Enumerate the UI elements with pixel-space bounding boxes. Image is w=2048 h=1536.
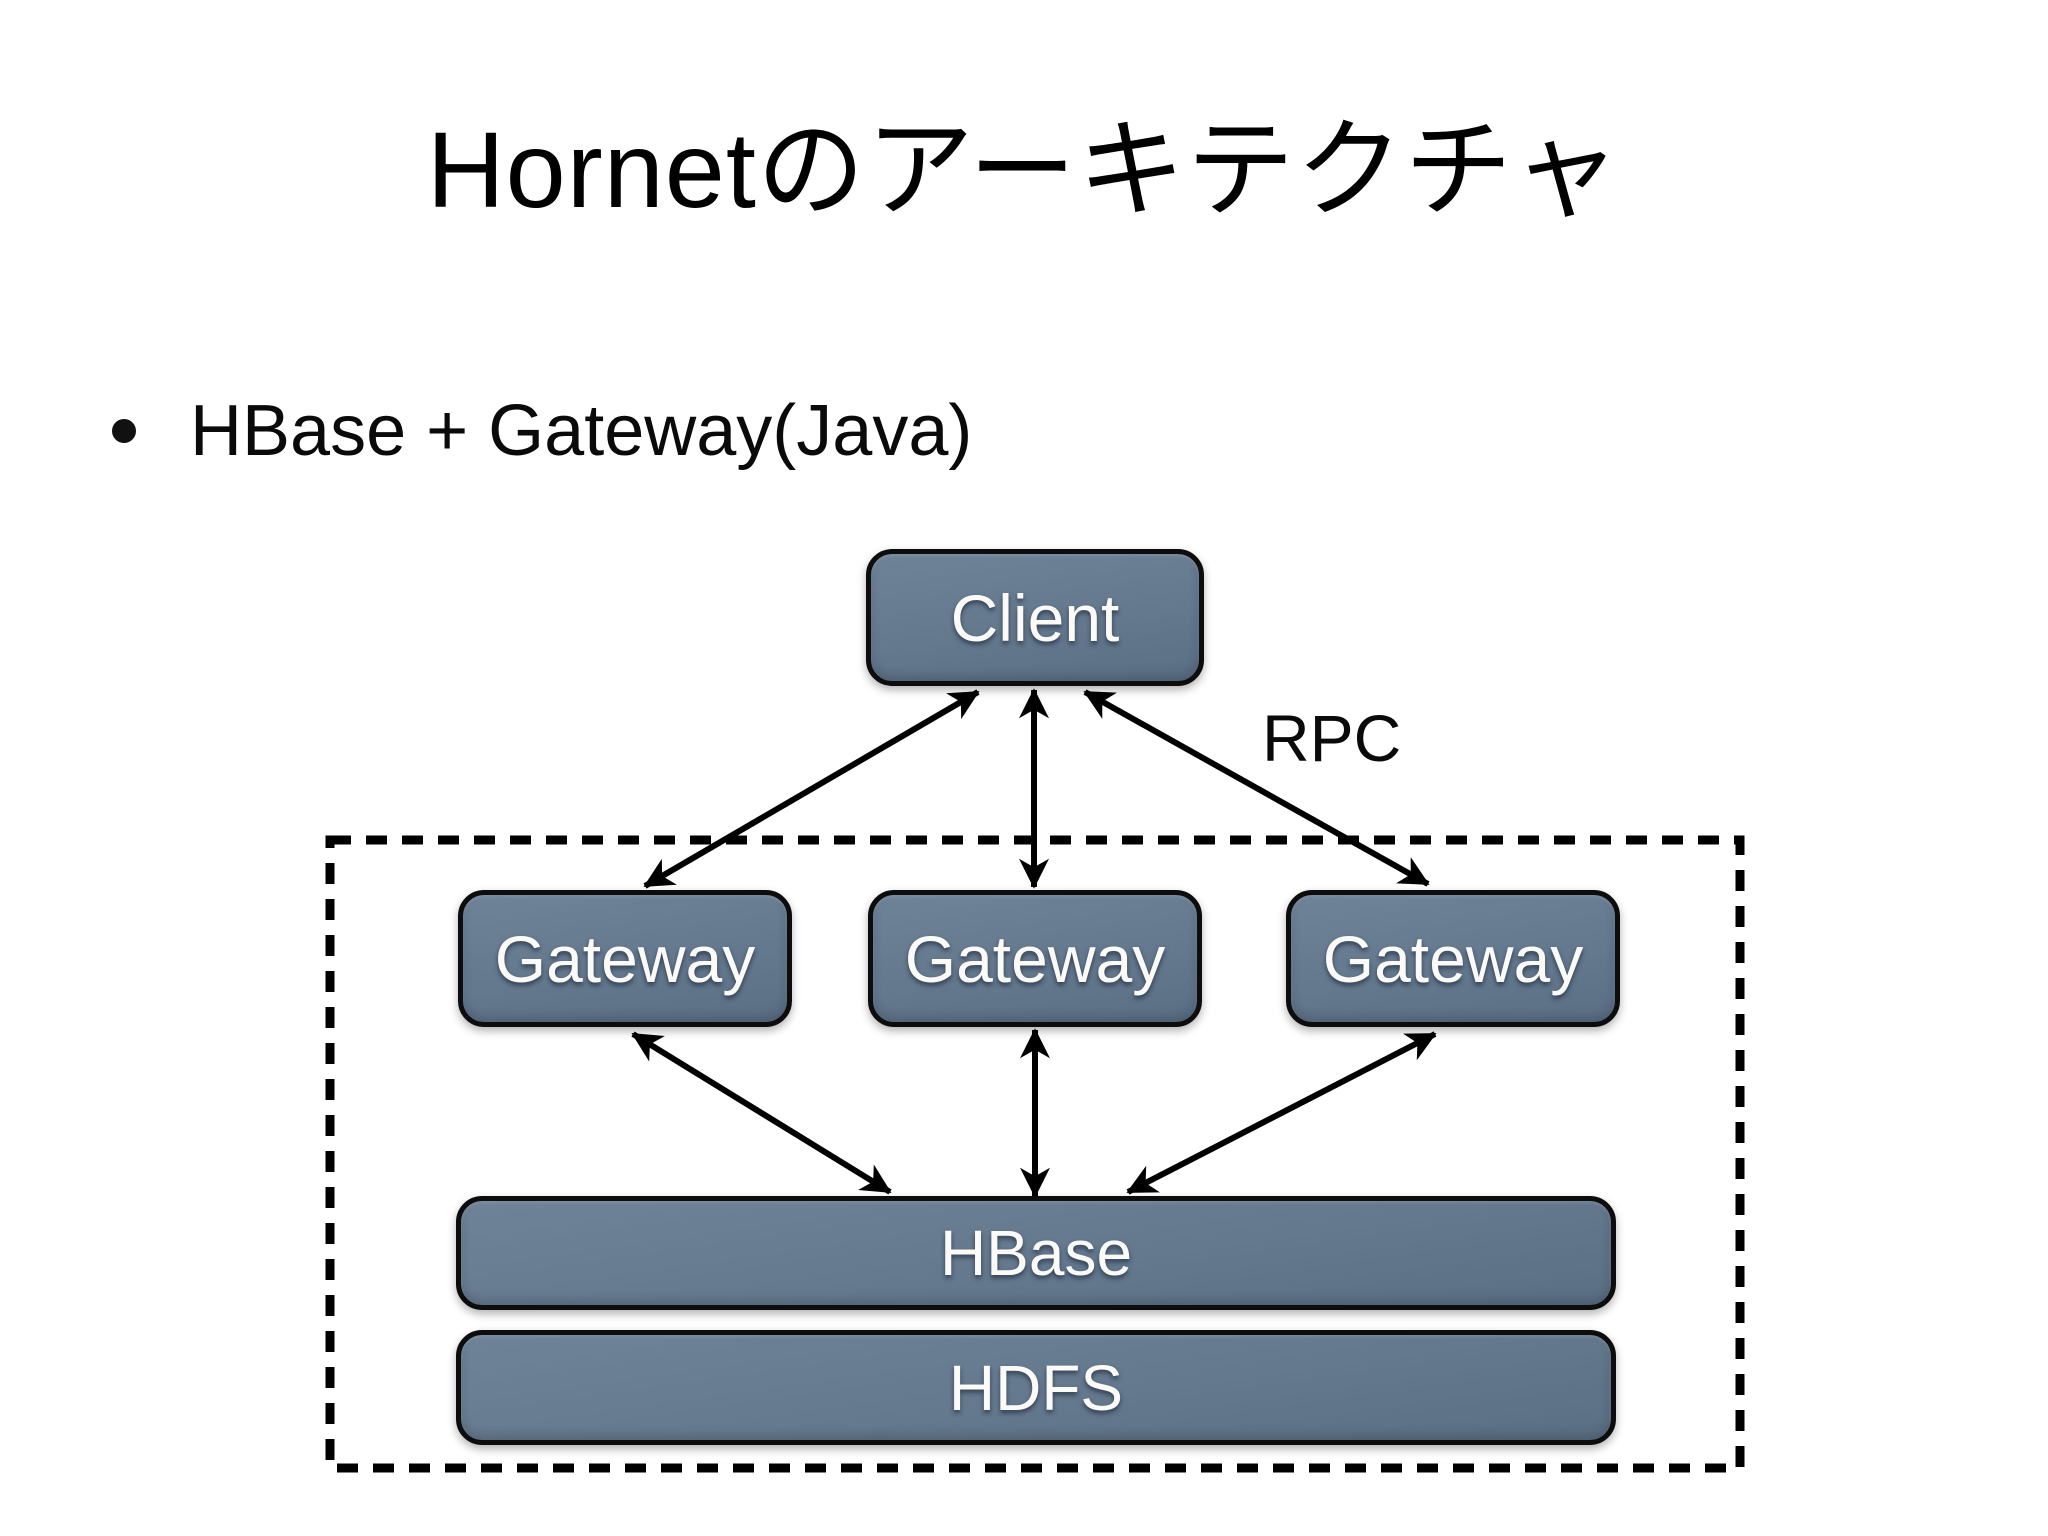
node-gateway-2: Gateway	[868, 890, 1202, 1027]
node-gateway-1: Gateway	[458, 890, 792, 1027]
bullet-marker-icon: •	[112, 419, 136, 443]
bullet-text: HBase + Gateway(Java)	[190, 391, 973, 471]
node-client: Client	[866, 549, 1204, 686]
rpc-label: RPC	[1262, 701, 1402, 775]
arrow-client-gateway3	[1083, 689, 1430, 887]
node-gateway-3: Gateway	[1286, 890, 1620, 1027]
arrow-gateway3-hbase	[1126, 1031, 1437, 1195]
arrow-gateway1-hbase	[631, 1031, 892, 1195]
node-hbase: HBase	[456, 1196, 1616, 1310]
slide-title: Hornetのアーキテクチャ	[426, 109, 1622, 230]
node-hdfs: HDFS	[456, 1330, 1616, 1445]
arrow-client-gateway1	[643, 689, 980, 889]
bullet-item: • HBase + Gateway(Java)	[112, 388, 972, 474]
